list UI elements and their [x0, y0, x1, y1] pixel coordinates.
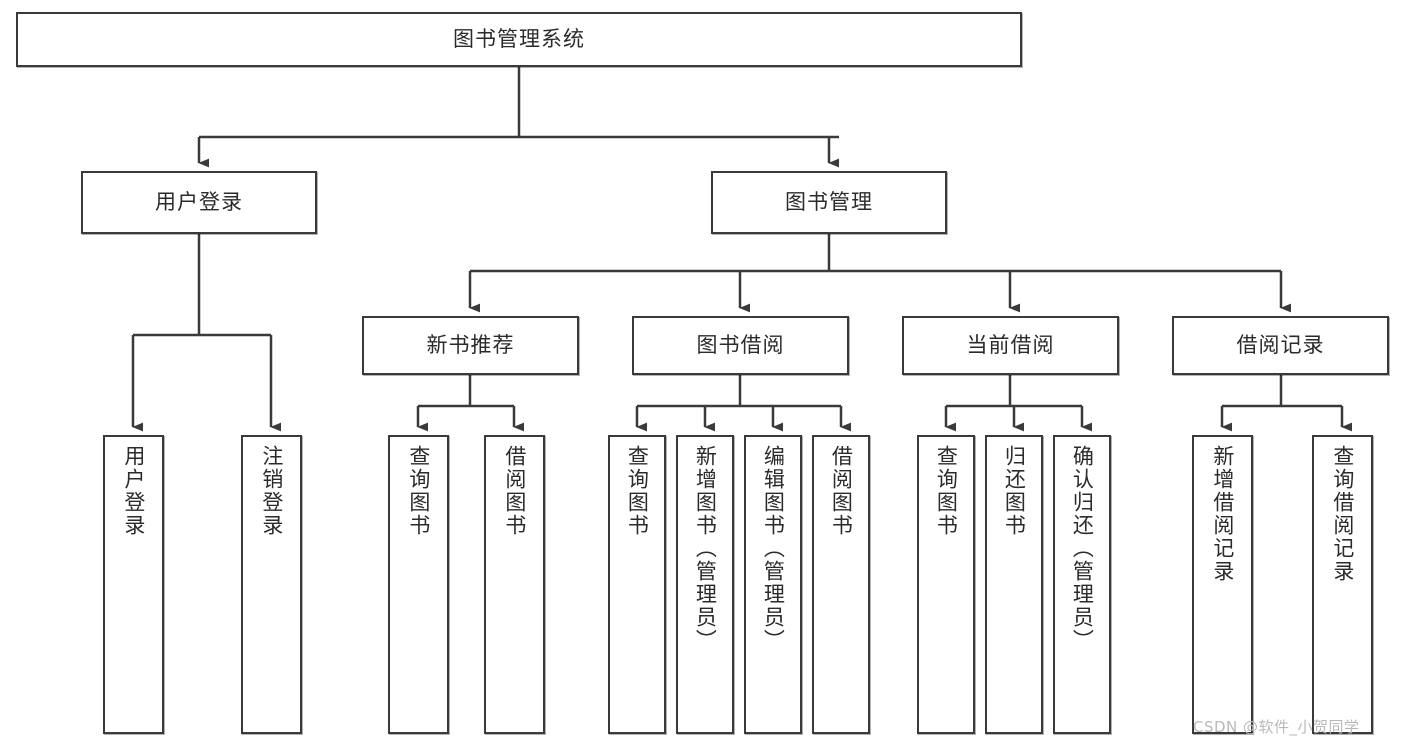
node-label: 确认归还（管理员）	[1070, 445, 1095, 652]
node-label: 新增借阅记录	[1210, 445, 1235, 583]
node-label: 编辑图书（管理员）	[761, 445, 786, 652]
node-leaf-user-login[interactable]: 用户登录	[103, 435, 164, 734]
node-leaf-borrow-book-2[interactable]: 借阅图书	[812, 435, 870, 734]
node-borrow-record[interactable]: 借阅记录	[1172, 316, 1389, 375]
node-leaf-add-borrow-record[interactable]: 新增借阅记录	[1192, 435, 1253, 734]
node-leaf-borrow-book-1[interactable]: 借阅图书	[484, 435, 545, 734]
node-label: 查询图书	[406, 445, 431, 537]
node-book-manage[interactable]: 图书管理	[711, 171, 947, 234]
node-label: 归还图书	[1002, 445, 1027, 537]
node-label: 借阅图书	[829, 445, 854, 537]
node-root-system[interactable]: 图书管理系统	[16, 12, 1022, 67]
node-new-book-recommend[interactable]: 新书推荐	[362, 316, 579, 375]
node-leaf-add-book-admin[interactable]: 新增图书（管理员）	[676, 435, 734, 734]
node-label: 用户登录	[155, 189, 243, 214]
node-leaf-query-book-2[interactable]: 查询图书	[608, 435, 666, 734]
node-label: 新书推荐	[426, 332, 515, 357]
node-leaf-query-borrow-record[interactable]: 查询借阅记录	[1312, 435, 1373, 734]
node-label: 借阅图书	[502, 445, 527, 537]
node-leaf-query-book-1[interactable]: 查询图书	[388, 435, 449, 734]
node-label: 图书借阅	[696, 332, 785, 357]
node-label: 图书管理	[785, 189, 873, 214]
node-label: 图书管理系统	[453, 26, 585, 51]
node-leaf-confirm-return-admin[interactable]: 确认归还（管理员）	[1053, 435, 1111, 734]
node-label: 查询图书	[625, 445, 650, 537]
node-user-login[interactable]: 用户登录	[81, 171, 317, 234]
node-label: 借阅记录	[1236, 332, 1325, 357]
node-book-borrow[interactable]: 图书借阅	[632, 316, 849, 375]
node-leaf-logout-login[interactable]: 注销登录	[241, 435, 302, 734]
node-label: 查询图书	[934, 445, 959, 537]
csdn-watermark: CSDN @软件_小贺同学	[1193, 718, 1360, 736]
node-leaf-query-book-3[interactable]: 查询图书	[917, 435, 975, 734]
node-label: 当前借阅	[966, 332, 1055, 357]
node-leaf-edit-book-admin[interactable]: 编辑图书（管理员）	[744, 435, 802, 734]
node-current-borrow[interactable]: 当前借阅	[902, 316, 1119, 375]
node-label: 查询借阅记录	[1330, 445, 1355, 583]
node-leaf-return-book[interactable]: 归还图书	[985, 435, 1043, 734]
node-label: 注销登录	[259, 445, 284, 537]
node-label: 用户登录	[121, 445, 146, 537]
node-label: 新增图书（管理员）	[693, 445, 718, 652]
